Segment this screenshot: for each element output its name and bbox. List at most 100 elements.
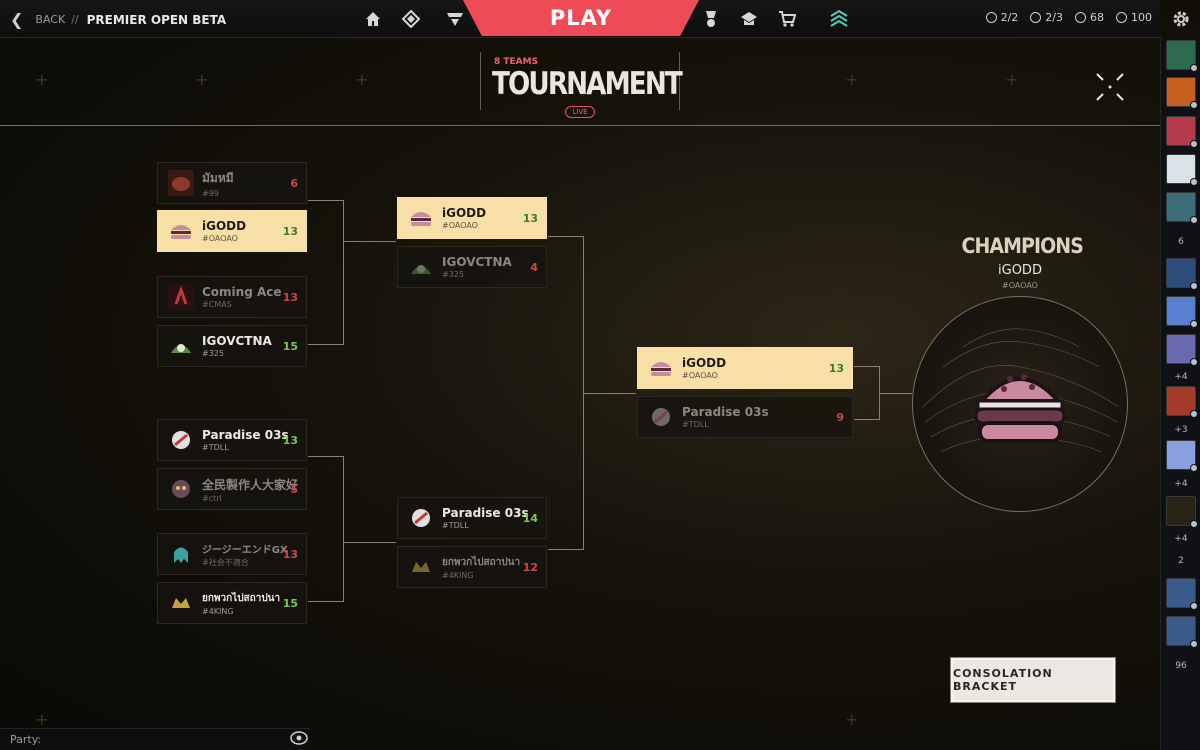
top-bar: ❮ BACK // PREMIER OPEN BETA PLAY 2/2 2/3… [0,0,1160,38]
team-card-winner[interactable]: iGODD#OAOAO 13 [637,347,853,389]
stat-value: 68 [1090,11,1104,24]
team-card-winner[interactable]: iGODD#OAOAO 13 [157,210,307,252]
team-card[interactable]: IGOVCTNA#325 4 [397,246,547,288]
team-name: Paradise 03s [202,428,289,442]
team-name: มัมหมี [202,170,234,185]
friend-avatar[interactable] [1166,386,1198,418]
friend-avatar[interactable] [1166,496,1198,528]
team-tag: #TDLL [202,443,229,452]
team-score: 12 [522,561,538,574]
party-count: +4 [1174,372,1188,382]
burger-logo-icon [648,355,674,381]
friend-avatar[interactable] [1166,77,1198,109]
page-heading: TOURNAMENT [492,66,683,102]
plus-circle-icon [1030,12,1042,23]
teams-count: 8 TEAMS [494,57,539,67]
team-logo [168,590,194,616]
bracket-connector [854,366,880,420]
team-card[interactable]: มัมหมี#99 6 [157,162,307,204]
team-tag: #TDLL [682,420,709,429]
team-card[interactable]: ยกพวกไปสถาปนา#4KING 12 [397,546,547,588]
burger-logo-icon [168,218,194,244]
team-name: ยกพวกไปสถาปนา [202,592,281,604]
agents-icon[interactable] [400,9,422,29]
champion-name: iGODD [998,263,1042,278]
friend-avatar[interactable] [1166,154,1198,186]
tournament-logo-frame [480,52,680,110]
play-button[interactable]: PLAY [463,0,699,36]
valorant-points-icon [1075,12,1086,23]
friend-avatar[interactable] [1166,258,1198,290]
team-logo [408,254,434,280]
clock-icon [985,12,997,23]
team-card[interactable]: Coming Ace#CMAS 13 [157,276,307,318]
battlepass-icon[interactable] [700,9,722,29]
settings-gear-icon[interactable] [1170,8,1192,30]
currency-stats: 2/2 2/3 68 100 [985,11,1152,24]
team-name: iGODD [682,356,727,370]
back-button[interactable]: ❮ BACK // PREMIER OPEN BETA [10,10,226,29]
career-icon[interactable] [738,9,760,29]
league-icon[interactable] [1166,616,1198,648]
team-card[interactable]: 全民製作人大家好#ctrl 5 [157,468,307,510]
champion-tag: #OAOAO [1002,281,1038,290]
friend-avatar[interactable] [1166,440,1198,472]
breadcrumb-separator: // [71,13,79,26]
friend-avatar[interactable] [1166,334,1198,366]
premier-icon[interactable] [828,9,850,29]
friend-count: 6 [1178,237,1184,247]
friend-count: 96 [1175,661,1187,671]
party-label: Party: [10,733,42,746]
team-card[interactable]: Paradise 03s#TDLL 9 [637,396,853,438]
team-logo [168,476,194,502]
team-logo [408,554,434,580]
team-score: 13 [282,434,298,447]
party-invite-icon[interactable] [290,729,308,747]
team-score: 9 [836,411,844,424]
home-icon[interactable] [362,9,384,29]
team-name: iGODD [442,206,487,220]
team-tag: #325 [202,349,224,358]
champion-orb [912,296,1128,512]
friend-avatar[interactable] [1166,116,1198,148]
friend-avatar[interactable] [1166,192,1198,224]
champions-heading: CHAMPIONS [961,234,1084,258]
bracket-connector [308,200,344,345]
consolation-bracket-button[interactable]: CONSOLATION BRACKET [950,657,1116,703]
store-cart-icon[interactable] [776,9,798,29]
team-tag: #社会不適合 [202,557,249,567]
team-tag: #TDLL [442,521,469,530]
league-icon[interactable] [1166,578,1198,610]
friend-avatar[interactable] [1166,296,1198,328]
team-card[interactable]: IGOVCTNA#325 15 [157,325,307,367]
decor-cross: + [845,70,859,89]
team-score: 13 [282,225,298,238]
decor-cross: + [845,710,859,729]
stat-valorant-points[interactable]: 68 [1075,11,1104,24]
friend-avatar[interactable] [1166,40,1198,72]
fullscreen-icon[interactable] [1095,72,1125,102]
team-name: 全民製作人大家好 [202,477,299,492]
party-bar: Party: [0,728,310,750]
team-card[interactable]: ยกพวกไปสถาปนา#4KING 15 [157,582,307,624]
stat-radianite[interactable]: 100 [1116,11,1152,24]
team-tag: #99 [202,188,219,198]
decor-cross: + [35,70,49,89]
burger-logo-icon [408,205,434,231]
team-score: 5 [290,483,298,496]
champion-burger-icon [960,343,1080,463]
team-name: IGOVCTNA [202,334,272,348]
team-logo [168,333,194,359]
decor-cross: + [1005,70,1019,89]
team-card[interactable]: Paradise 03s#TDLL 13 [157,419,307,461]
bracket-connector [344,241,396,242]
team-card[interactable]: Paradise 03s#TDLL 14 [397,497,547,539]
stat-value: 2/2 [1000,11,1019,24]
party-count: +4 [1174,534,1188,544]
team-tag: #OAOAO [442,221,478,230]
team-tag: #CMAS [202,300,232,309]
team-card[interactable]: ジージーエンドGX#社会不適合 13 [157,533,307,575]
team-card-winner[interactable]: iGODD#OAOAO 13 [397,197,547,239]
collection-icon[interactable] [444,9,466,29]
team-score: 4 [530,261,538,274]
